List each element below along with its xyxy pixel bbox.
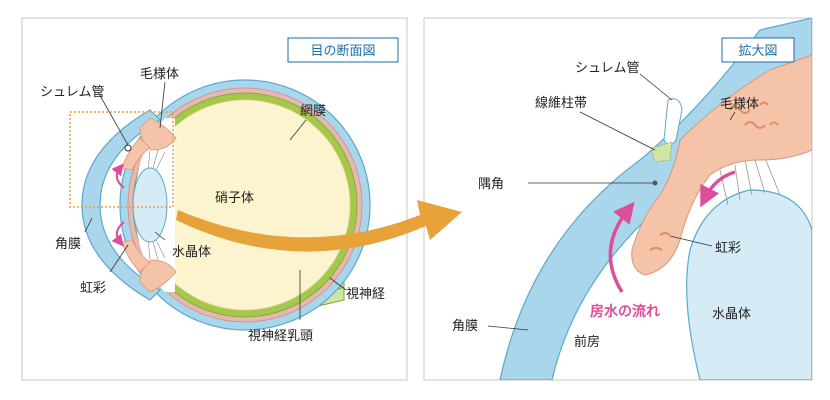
flow-arrow-down (700, 170, 736, 208)
label-lens-right: 水晶体 (712, 307, 751, 322)
leader-optic-nerve (329, 277, 347, 291)
leader-lens (154, 231, 166, 241)
cornea (81, 109, 161, 301)
label-cornea-left: 角膜 (55, 237, 81, 252)
label-ciliary-right: 毛様体 (720, 97, 759, 112)
label-anterior-chamber: 前房 (574, 334, 600, 350)
flow-arrow-left-lower (111, 221, 125, 247)
label-retina-left: 網膜 (300, 104, 326, 119)
label-iris-left: 虹彩 (80, 281, 106, 296)
leader-ciliary-right (729, 111, 736, 121)
label-angle: 隅角 (478, 177, 504, 192)
left-title: 目の断面図 (310, 44, 375, 59)
label-lens-left: 水晶体 (172, 245, 211, 260)
schlemm-canal-dot (124, 144, 132, 152)
left-panel: 目の断面図 シュレム管 毛様体 網膜 硝子体 角膜 水晶体 虹彩 視神経 視神経… (21, 17, 408, 381)
zoom-box (69, 111, 174, 208)
label-optic-disc-left: 視神経乳頭 (248, 329, 313, 344)
right-title-box (721, 37, 795, 63)
leader-cornea (84, 217, 93, 233)
iris-upper (121, 137, 151, 171)
left-title-box (287, 37, 399, 63)
leader-schlemm-right (639, 73, 673, 101)
label-trabecular: 線維柱帯 (535, 95, 587, 111)
label-vitreous-left: 硝子体 (215, 191, 254, 206)
zonule-fibers-enlarged (719, 157, 781, 206)
schlemm-canal-enlarged (663, 98, 683, 146)
leader-retina (289, 119, 307, 141)
iris-lower (121, 239, 151, 273)
ciliary-body-upper (139, 117, 177, 151)
leader-cornea-right (487, 325, 529, 331)
lens-enlarged (686, 189, 812, 380)
right-panel: 拡大図 シュレム管 線維柱帯 毛様体 隅角 虹彩 房水の流れ 水晶体 角膜 前房 (423, 17, 813, 381)
leader-iris (109, 244, 129, 273)
leader-iris-right (669, 235, 713, 247)
ciliary-texture (649, 101, 779, 251)
label-ciliary-left: 毛様体 (140, 67, 179, 82)
leader-ciliary (159, 81, 166, 129)
lens (132, 167, 168, 243)
label-optic-nerve-left: 視神経 (346, 287, 385, 302)
right-title: 拡大図 (738, 44, 777, 59)
zoom-arrow (176, 200, 462, 252)
zonule-fibers (147, 149, 166, 261)
label-cornea-right: 角膜 (452, 319, 478, 334)
label-aqueous-flow: 房水の流れ (590, 303, 660, 320)
ciliary-body-lower (139, 259, 177, 293)
angle-dot (652, 180, 658, 186)
trabecular-meshwork (651, 141, 673, 163)
ciliary-iris-enlarged (631, 54, 812, 276)
label-schlemm-left: シュレム管 (40, 85, 104, 100)
flow-arrow-up (608, 201, 635, 293)
leader-trabecular (579, 111, 656, 151)
label-schlemm-right: シュレム管 (575, 61, 639, 76)
flow-arrow-left-upper (111, 163, 125, 189)
leader-schlemm (97, 91, 129, 146)
label-iris-right: 虹彩 (715, 241, 741, 256)
